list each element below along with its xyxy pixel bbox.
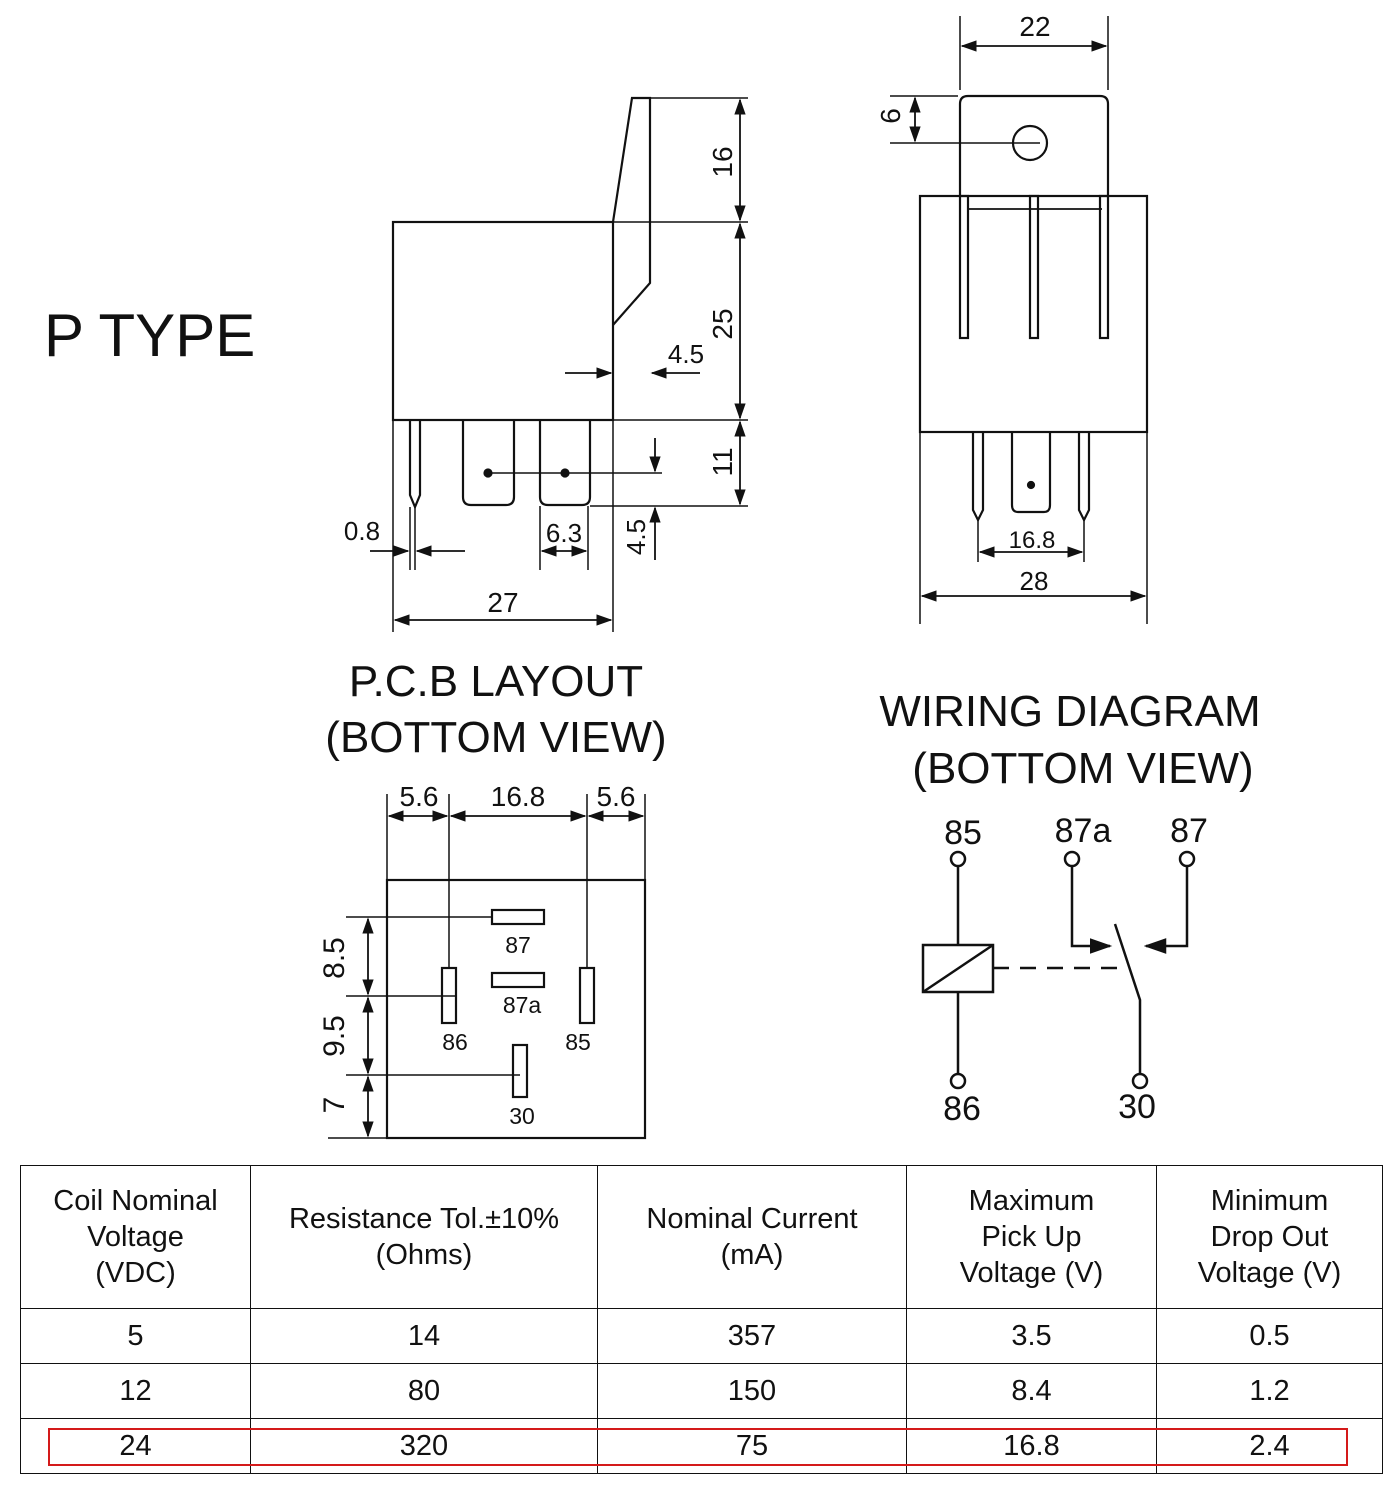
table-row-highlighted: 24 320 75 16.8 2.4	[20, 1418, 1383, 1474]
page-title: P TYPE	[44, 302, 255, 369]
pcb-pin-87a: 87a	[503, 992, 542, 1018]
table-cell: 2.4	[1156, 1418, 1383, 1474]
pcb-pin-30: 30	[509, 1103, 535, 1129]
front-pin-center	[1010, 432, 1052, 514]
header-dropout-voltage: Minimum Drop Out Voltage (V)	[1156, 1165, 1383, 1309]
terminal-86	[949, 1072, 967, 1090]
pcb-dim-v2: 9.5	[318, 1015, 351, 1057]
mounting-tab-front	[958, 94, 1110, 196]
table-header-row: Coil Nominal Voltage (VDC) Resistance To…	[20, 1165, 1383, 1309]
wiring-label-87a: 87a	[1055, 812, 1112, 850]
wiring-label-87: 87	[1170, 812, 1208, 850]
pcb-layout	[328, 794, 647, 1140]
terminal-85	[949, 850, 967, 868]
coil-spec-table: Coil Nominal Voltage (VDC) Resistance To…	[20, 1165, 1383, 1474]
wide-pin-1	[461, 420, 516, 507]
pcb-dim-center: 16.8	[491, 781, 546, 812]
dim-tab-thickness: 4.5	[668, 339, 704, 369]
dim-pin-thin: 0.8	[344, 516, 380, 546]
dim-tab-width: 22	[1019, 11, 1050, 42]
dim-hole-offset: 6	[875, 108, 906, 124]
table-cell: 150	[597, 1363, 907, 1419]
wiring-title: WIRING DIAGRAM	[879, 687, 1260, 736]
table-row: 5 14 357 3.5 0.5	[20, 1308, 1383, 1364]
front-view	[890, 16, 1149, 624]
front-pin-right	[1077, 432, 1091, 523]
dim-body-width: 27	[487, 587, 518, 618]
wiring-subtitle: (BOTTOM VIEW)	[912, 744, 1253, 793]
table-cell: 16.8	[906, 1418, 1157, 1474]
pad-87a	[490, 971, 546, 989]
wide-pin-2	[538, 420, 592, 507]
wiring-label-30: 30	[1118, 1088, 1156, 1126]
mounting-tab-side	[611, 96, 652, 326]
switch-contact	[1113, 923, 1142, 1074]
table-cell: 75	[597, 1418, 907, 1474]
header-resistance: Resistance Tol.±10% (Ohms)	[250, 1165, 598, 1309]
table-cell: 24	[20, 1418, 251, 1474]
wiring-label-85: 85	[944, 814, 982, 852]
pcb-dim-v3: 7	[318, 1097, 351, 1114]
table-cell: 5	[20, 1308, 251, 1364]
header-nominal-current: Nominal Current (mA)	[597, 1165, 907, 1309]
dim-pin-hole-offset: 4.5	[621, 519, 651, 555]
pcb-pin-87: 87	[505, 932, 531, 958]
dim-front-width: 28	[1020, 566, 1049, 596]
dim-pin-length: 11	[707, 447, 738, 476]
pcb-pin-85: 85	[565, 1029, 591, 1055]
table-cell: 14	[250, 1308, 598, 1364]
wiring-diagram	[921, 850, 1196, 1090]
pcb-pin-86: 86	[442, 1029, 468, 1055]
table-cell: 12	[20, 1363, 251, 1419]
pad-30	[511, 1043, 529, 1099]
pcb-dim-left: 5.6	[400, 781, 439, 812]
terminal-87a	[1063, 850, 1081, 868]
table-cell: 0.5	[1156, 1308, 1383, 1364]
pcb-title: P.C.B LAYOUT	[349, 657, 643, 706]
pcb-subtitle: (BOTTOM VIEW)	[325, 713, 666, 762]
table-cell: 3.5	[906, 1308, 1157, 1364]
relay-body-side	[391, 220, 615, 422]
relay-body-front	[918, 194, 1149, 434]
wiring-label-86: 86	[943, 1090, 981, 1128]
terminal-87	[1178, 850, 1196, 868]
pcb-dim-v1: 8.5	[318, 937, 351, 979]
table-row: 12 80 150 8.4 1.2	[20, 1363, 1383, 1419]
relay-drawing: P TYPE 1	[44, 11, 1261, 1140]
dim-pin-spacing: 16.8	[1009, 527, 1056, 554]
table-cell: 8.4	[906, 1363, 1157, 1419]
header-pickup-voltage: Maximum Pick Up Voltage (V)	[906, 1165, 1157, 1309]
pad-85	[578, 966, 596, 1025]
side-view	[370, 96, 748, 632]
pcb-dim-right: 5.6	[597, 781, 636, 812]
header-coil-voltage: Coil Nominal Voltage (VDC)	[20, 1165, 251, 1309]
dim-tab-height: 16	[707, 146, 738, 177]
table-cell: 1.2	[1156, 1363, 1383, 1419]
dim-body-height: 25	[707, 308, 738, 339]
pad-87	[490, 908, 546, 926]
pcb-outline	[385, 878, 647, 1140]
table-cell: 357	[597, 1308, 907, 1364]
front-pin-left	[971, 432, 985, 523]
terminal-30	[1131, 1072, 1149, 1090]
table-cell: 80	[250, 1363, 598, 1419]
dim-pin-wide: 6.3	[546, 518, 582, 548]
thin-pin	[408, 420, 422, 510]
table-cell: 320	[250, 1418, 598, 1474]
